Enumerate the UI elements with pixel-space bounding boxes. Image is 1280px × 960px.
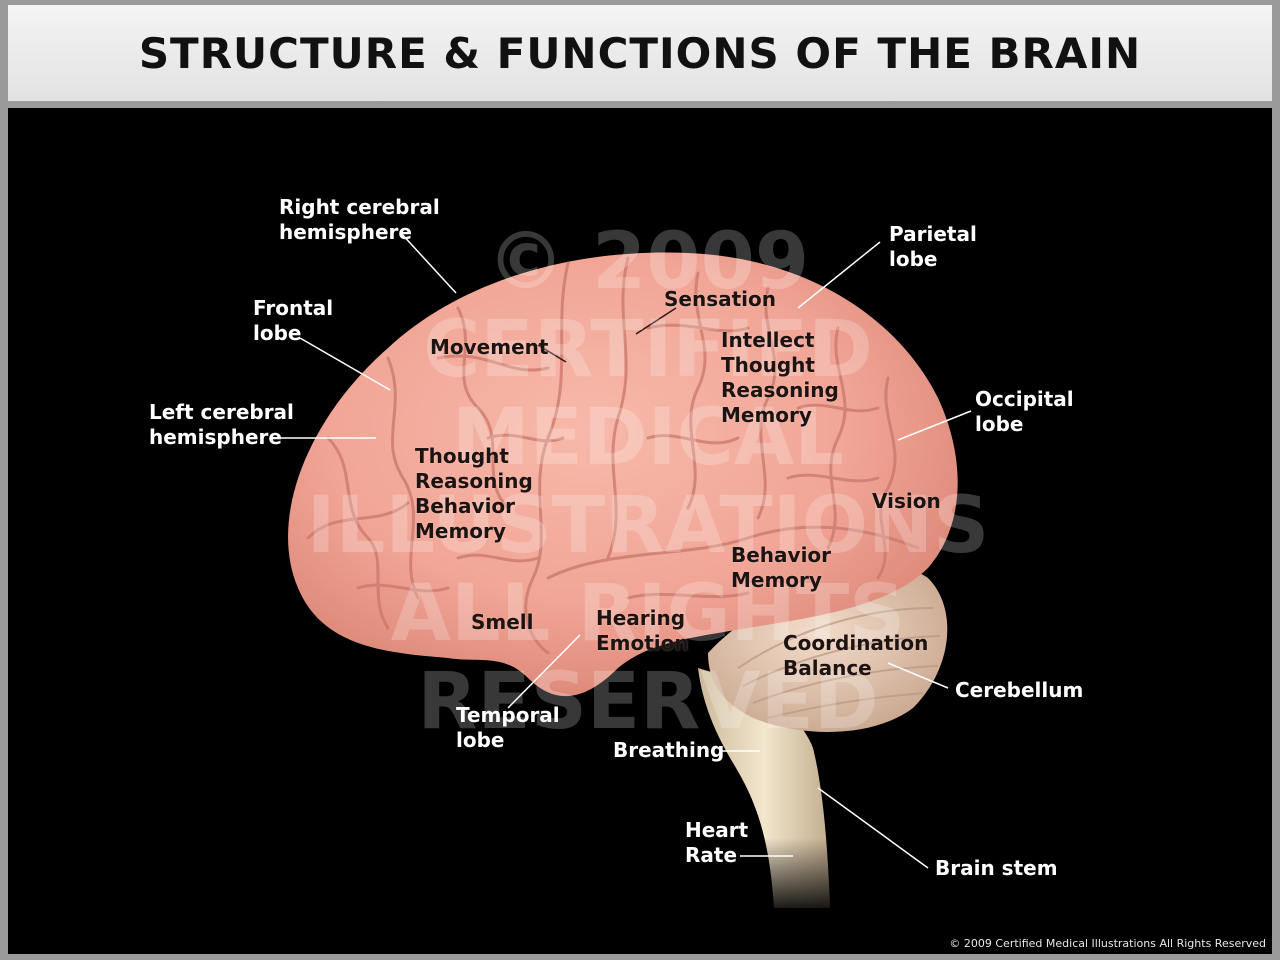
label-cerebellum: Cerebellum (955, 678, 1084, 702)
illustration-panel: © 2009 CERTIFIED MEDICAL ILLUSTRATIONS A… (8, 108, 1272, 954)
label-vision: Vision (872, 489, 941, 513)
brain-folds (306, 256, 920, 655)
page-title: STRUCTURE & FUNCTIONS OF THE BRAIN (138, 28, 1142, 78)
title-bar: STRUCTURE & FUNCTIONS OF THE BRAIN (8, 5, 1272, 101)
leader-lines (272, 231, 972, 869)
label-movement: Movement (430, 335, 549, 359)
leader-frontal (299, 337, 391, 391)
stem-fade (748, 838, 858, 918)
leader-cerebellum (887, 662, 949, 689)
leader-sensation (635, 307, 677, 335)
label-breathing: Breathing (613, 738, 725, 762)
leader-brain-stem (817, 787, 929, 869)
leader-right-cerebral (399, 231, 457, 294)
brain-illustration (272, 231, 972, 918)
cerebrum-shape (288, 252, 958, 697)
leader-parietal (797, 241, 881, 309)
leader-occipital (897, 410, 972, 441)
copyright-notice: © 2009 Certified Medical Illustrations A… (949, 937, 1266, 950)
label-smell: Smell (471, 610, 534, 634)
label-brain-stem: Brain stem (935, 856, 1058, 880)
label-sensation: Sensation (664, 287, 777, 311)
leader-movement (537, 344, 567, 363)
cerebellum-folia (737, 607, 941, 719)
leader-temporal (507, 634, 581, 709)
